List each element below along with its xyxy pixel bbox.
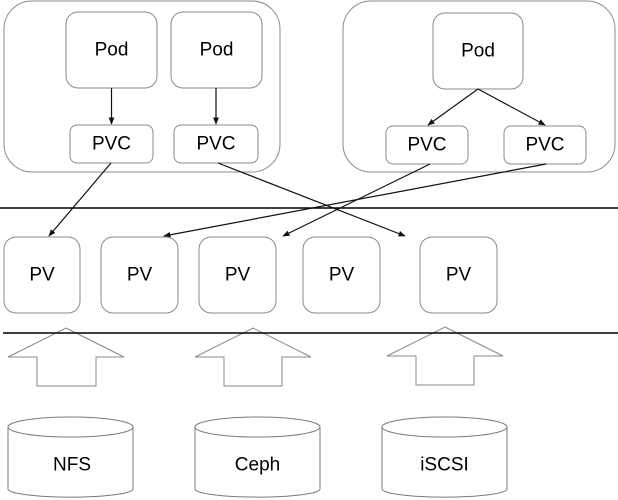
pv-label: PV (329, 265, 355, 286)
pv-node-2: PV (100, 236, 179, 314)
pvc-label: PVC (92, 134, 131, 155)
pvc-node-1: PVC (69, 124, 154, 164)
up-arrow-nfs (7, 327, 125, 387)
pvc-label: PVC (407, 135, 446, 156)
pvc-node-3: PVC (385, 125, 469, 165)
storage-label: NFS (53, 455, 91, 476)
storage-iscsi: iSCSI (381, 416, 508, 498)
edge-pvc2-pv4 (217, 162, 406, 237)
pvc-node-4: PVC (503, 125, 587, 165)
edge-pod3-pvc4 (477, 88, 546, 126)
storage-label: iSCSI (420, 455, 469, 476)
pv-node-1: PV (3, 236, 81, 314)
pv-label: PV (225, 265, 251, 286)
pv-label: PV (29, 265, 55, 286)
pod-node-1: Pod (65, 11, 158, 89)
pv-node-5: PV (419, 236, 498, 314)
pvc-node-2: PVC (173, 124, 259, 164)
pod-label: Pod (200, 40, 234, 61)
storage-ceph: Ceph (194, 416, 321, 498)
pod-label: Pod (461, 41, 495, 62)
pod-node-3: Pod (432, 12, 524, 90)
edge-pvc4-pv2 (163, 163, 547, 238)
pv-node-3: PV (198, 236, 277, 314)
pv-label: PV (127, 265, 153, 286)
pv-label: PV (446, 265, 472, 286)
storage-label: Ceph (235, 455, 280, 476)
storage-nfs: NFS (7, 416, 134, 498)
pvc-label: PVC (196, 134, 235, 155)
edge-pod3-pvc3 (427, 88, 479, 126)
pod-node-2: Pod (170, 11, 263, 89)
pvc-label: PVC (525, 135, 564, 156)
up-arrow-iscsi (386, 326, 504, 386)
up-arrow-ceph (194, 327, 312, 387)
pv-node-4: PV (302, 236, 381, 314)
edge-pvc1-pv1 (48, 162, 112, 237)
pod-label: Pod (95, 40, 129, 61)
